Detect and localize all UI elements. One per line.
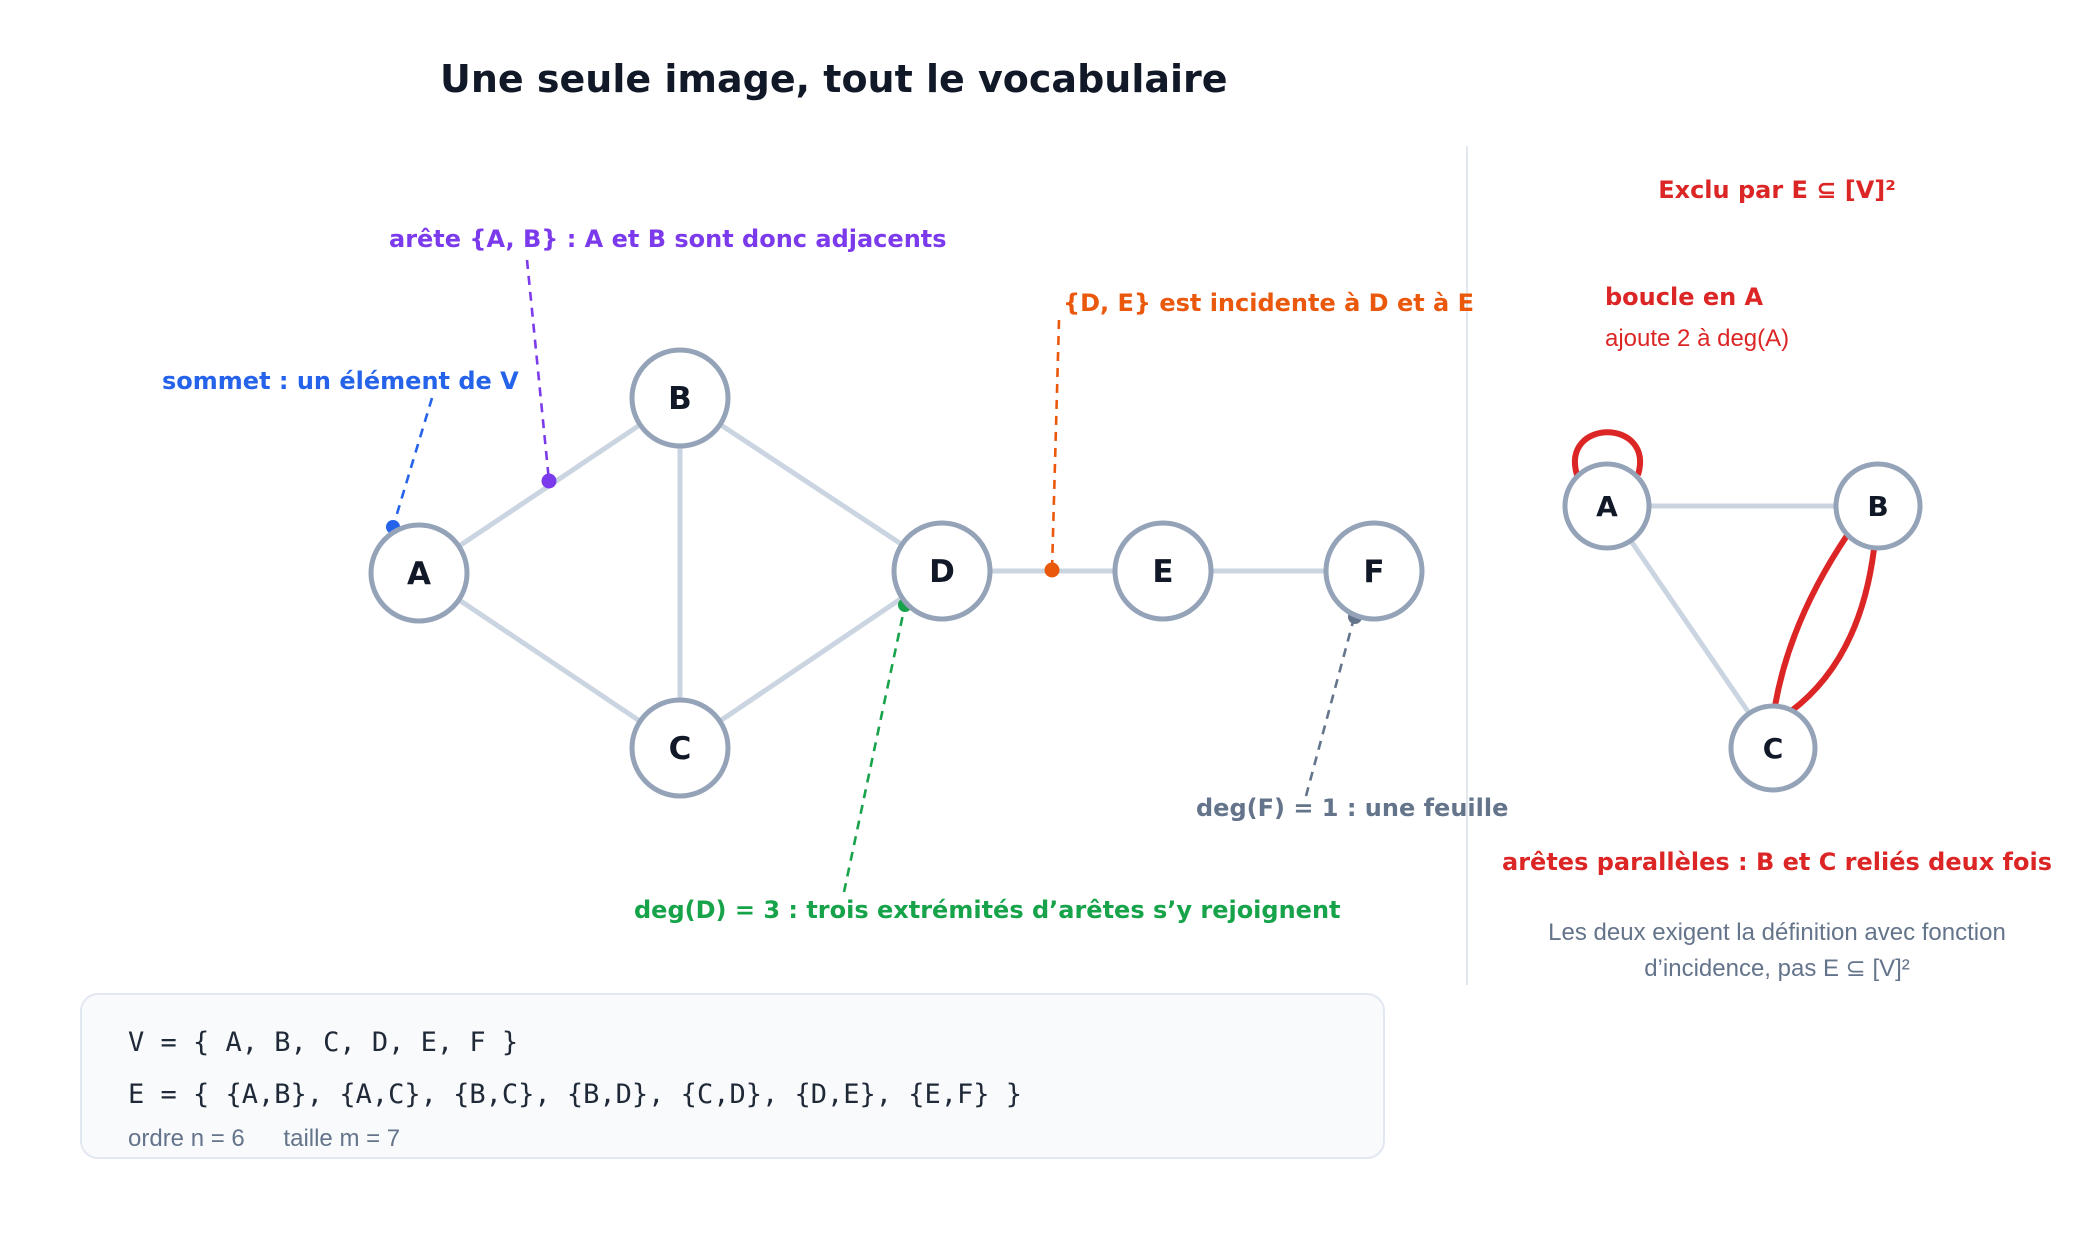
- loop-title: boucle en A: [1605, 283, 1764, 311]
- side-node-c: C: [1728, 703, 1818, 793]
- loop-note: ajoute 2 à deg(A): [1605, 325, 1789, 352]
- set-definition-box: V = { A, B, C, D, E, F } E = { {A,B}, {A…: [80, 993, 1385, 1159]
- degree-f-leader-line: [1304, 617, 1356, 797]
- degree-d-annotation: deg(D) = 3 : trois extrémités d’arêtes s…: [634, 896, 1341, 924]
- side-panel-heading: Exclu par E ⊆ [V]²: [1658, 176, 1896, 204]
- edge-ab-leader-line: [525, 259, 551, 482]
- node-f-label: F: [1363, 554, 1384, 590]
- degree-d-leader-line: [842, 604, 907, 893]
- node-c-label: C: [669, 731, 692, 767]
- node-e-label: E: [1152, 554, 1173, 590]
- parallel-edges-label: arêtes parallèles : B et C reliés deux f…: [1502, 848, 2052, 876]
- edge-set: E = { {A,B}, {A,C}, {B,C}, {B,D}, {C,D},…: [128, 1079, 1023, 1110]
- node-b: B: [629, 347, 731, 449]
- incidence-leader-line: [1050, 319, 1061, 571]
- parallel-edge-2: [1788, 548, 1877, 715]
- loop-edge-a: [1572, 429, 1643, 476]
- side-node-a: A: [1562, 461, 1652, 551]
- footnote-line-1: Les deux exigent la définition avec fonc…: [1548, 919, 2006, 946]
- vertex-set: V = { A, B, C, D, E, F }: [128, 1027, 519, 1058]
- graph-order: ordre n = 6: [128, 1125, 245, 1152]
- incidence-annotation: {D, E} est incidente à D et à E: [1063, 289, 1474, 317]
- edge-a-c: [416, 570, 683, 751]
- side-edge-a-c: [1604, 503, 1776, 751]
- node-c: C: [629, 697, 731, 799]
- node-d-label: D: [929, 554, 955, 590]
- edge-b-d: [677, 395, 945, 574]
- edge-ab-annotation: arête {A, B} : A et B sont donc adjacent…: [389, 225, 947, 253]
- side-node-c-label: C: [1763, 732, 1784, 765]
- vertex-annotation: sommet : un élément de V: [162, 367, 519, 395]
- node-e: E: [1112, 520, 1214, 622]
- node-a: A: [368, 522, 470, 624]
- node-f: F: [1323, 520, 1425, 622]
- graph-stats: ordre n = 6 taille m = 7: [128, 1125, 432, 1153]
- degree-f-annotation: deg(F) = 1 : une feuille: [1196, 794, 1508, 822]
- vertex-leader-line: [391, 397, 434, 528]
- page-title: Une seule image, tout le vocabulaire: [440, 57, 1228, 101]
- side-node-b-label: B: [1867, 490, 1888, 523]
- edge-c-d: [677, 568, 945, 751]
- node-d: D: [891, 520, 993, 622]
- side-node-b: B: [1833, 461, 1923, 551]
- side-node-a-label: A: [1596, 490, 1618, 523]
- side-graph-edges: [1572, 429, 1881, 751]
- incidence-anchor-dot: [1044, 562, 1060, 578]
- node-a-label: A: [407, 556, 431, 592]
- node-b-label: B: [668, 381, 692, 417]
- parallel-edge-1: [1772, 532, 1851, 707]
- edge-ab-anchor-dot: [541, 473, 557, 489]
- footnote-line-2: d’incidence, pas E ⊆ [V]²: [1644, 955, 1910, 982]
- graph-size: taille m = 7: [283, 1125, 401, 1152]
